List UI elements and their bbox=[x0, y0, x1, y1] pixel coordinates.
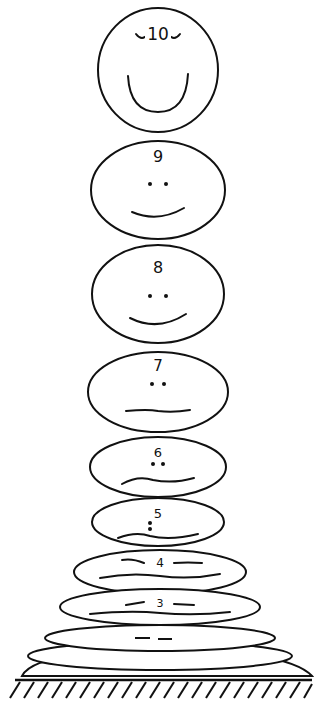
level-number: 6 bbox=[152, 446, 164, 459]
level-number: 4 bbox=[154, 557, 166, 569]
pillow-pile bbox=[22, 625, 312, 676]
face-pillow: 5 bbox=[90, 496, 226, 548]
pillow-ellipse bbox=[92, 498, 224, 546]
pillow-ellipse bbox=[98, 8, 218, 132]
face-pillow: 8 bbox=[90, 243, 226, 345]
face-eye bbox=[162, 382, 166, 386]
face-pillow: 6 bbox=[88, 435, 228, 499]
face-mouth bbox=[122, 478, 194, 484]
level-number: 10 bbox=[145, 26, 171, 43]
face-mouth bbox=[126, 410, 190, 412]
face-mouth bbox=[118, 534, 198, 538]
pillow-outline bbox=[90, 243, 226, 345]
face-mouth bbox=[90, 612, 230, 615]
face-mouth bbox=[132, 208, 184, 217]
face-mark bbox=[135, 638, 172, 639]
floor-hatch bbox=[10, 682, 312, 698]
face-mouth bbox=[130, 314, 186, 324]
pillow bbox=[45, 625, 275, 651]
pillow-ellipse bbox=[91, 141, 225, 239]
face-eye bbox=[151, 462, 155, 466]
face-pillow: 9 bbox=[89, 139, 227, 241]
face-mouth bbox=[100, 574, 220, 578]
pillow-ellipse bbox=[88, 352, 228, 432]
face-eye bbox=[148, 521, 152, 525]
face-pillow: 3 bbox=[58, 587, 262, 627]
pillow-ellipse bbox=[60, 589, 260, 625]
pillow-ellipse bbox=[74, 550, 246, 594]
level-number: 3 bbox=[155, 598, 166, 609]
level-number: 8 bbox=[151, 260, 165, 276]
level-number: 9 bbox=[151, 149, 165, 165]
face-eye bbox=[148, 294, 152, 298]
face-eye bbox=[164, 182, 168, 186]
floor-line bbox=[15, 679, 312, 682]
face-eye bbox=[164, 294, 168, 298]
pillow-outline bbox=[90, 496, 226, 548]
face-pillow: 7 bbox=[86, 350, 230, 434]
face-eye bbox=[148, 182, 152, 186]
face-mouth bbox=[128, 74, 188, 112]
level-number: 5 bbox=[152, 507, 164, 520]
face-eye bbox=[161, 462, 165, 466]
pillow-ellipse bbox=[92, 245, 224, 343]
face-pillow: 10 bbox=[96, 6, 220, 134]
level-number: 7 bbox=[151, 359, 165, 374]
face-eye bbox=[150, 382, 154, 386]
pillow-ellipse bbox=[90, 437, 226, 497]
face-eye bbox=[148, 527, 152, 531]
